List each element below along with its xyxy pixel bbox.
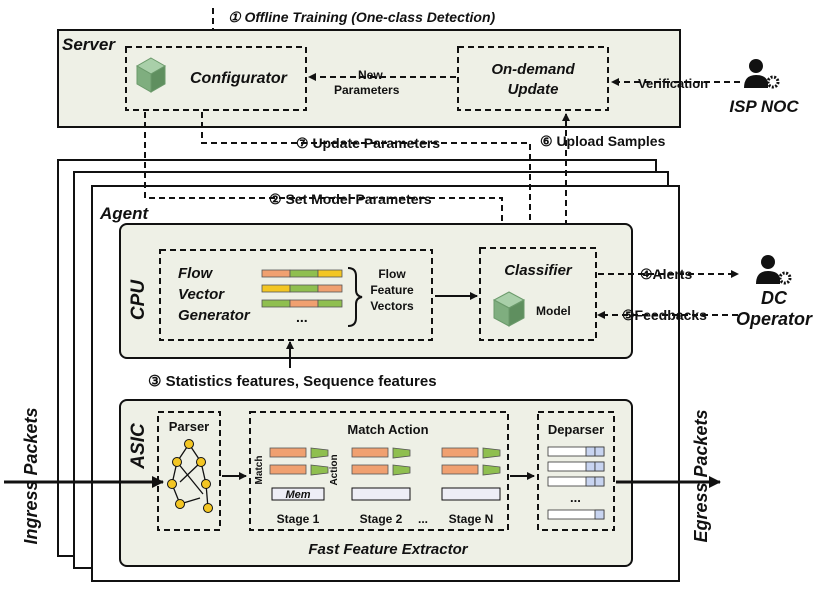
set-model-params-line — [144, 112, 506, 247]
step3-label: ③ Statistics features, Sequence features — [148, 373, 437, 390]
cube-icon — [492, 291, 526, 327]
cpu-title: CPU — [128, 279, 149, 320]
ondemand-label-2: Update — [508, 81, 559, 98]
action-label: Action — [329, 454, 340, 485]
ingress-label: Ingress Packets — [21, 407, 41, 544]
ffv-label-2: Feature — [370, 283, 414, 297]
parser-box — [157, 411, 221, 531]
ffe-label: Fast Feature Extractor — [308, 541, 468, 558]
feature-vector-stack — [261, 269, 343, 308]
dc-label-1: DC — [761, 288, 788, 308]
step2-label: ② Set Model Parameters — [269, 191, 432, 207]
match-label: Match — [254, 456, 265, 485]
verification-label: Verification — [638, 76, 708, 91]
deparser-label: Deparser — [548, 422, 604, 437]
asic-title: ASIC — [128, 423, 149, 470]
classifier-box — [479, 247, 597, 341]
stage2-label: Stage 2 — [360, 512, 403, 526]
deparser-box — [537, 411, 615, 531]
isp-noc-label: ISP NOC — [729, 97, 799, 116]
match-action-box — [249, 411, 509, 531]
feature-vector-row — [261, 299, 343, 308]
parser-label: Parser — [169, 419, 209, 434]
classifier-label: Classifier — [504, 262, 573, 279]
configurator-label: Configurator — [190, 70, 288, 87]
ondemand-label-1: On-demand — [491, 61, 575, 78]
parse-graph-nodes — [167, 439, 213, 513]
server-title: Server — [62, 35, 116, 54]
fvg-label-1: Flow — [178, 265, 213, 282]
fvg-label-3: Generator — [178, 307, 251, 324]
user-gear-icon — [756, 255, 792, 285]
parameters-label: Parameters — [334, 83, 400, 97]
update-params-line — [201, 112, 534, 247]
vector-brace — [347, 267, 363, 327]
stage-n — [441, 447, 501, 501]
step6-label: ⑥ Upload Samples — [540, 133, 666, 149]
agent-title: Agent — [99, 204, 150, 223]
step5-label: ⑤Feedbacks — [622, 307, 707, 323]
stage1-label: Stage 1 — [277, 512, 320, 526]
dc-label-2: Operator — [736, 309, 813, 329]
step4-label: ④Alerts — [640, 266, 692, 282]
ffv-label-3: Vectors — [370, 299, 414, 313]
deparser-queues — [547, 446, 605, 520]
step7-label: ⑦ Update Parameters — [296, 135, 440, 151]
vectors-ellipsis: ... — [296, 309, 308, 325]
match-action-label: Match Action — [347, 422, 428, 437]
egress-label: Egress Packets — [691, 409, 711, 542]
cube-icon — [135, 57, 167, 93]
configurator-box — [125, 46, 307, 111]
stage-2 — [351, 447, 411, 501]
model-label: Model — [536, 304, 571, 318]
ffv-label-1: Flow — [378, 267, 406, 281]
mem-block — [271, 487, 325, 501]
step1-label: ① Offline Training (One-class Detection) — [228, 9, 496, 25]
parse-graph — [171, 443, 209, 509]
feature-vector-row — [261, 284, 343, 293]
mem-label: Mem — [285, 489, 310, 501]
stagen-label: Stage N — [449, 512, 494, 526]
user-gear-icon — [744, 59, 780, 89]
stage-1 — [269, 447, 329, 476]
flow-vector-generator-box — [159, 249, 433, 341]
deparser-ellipsis: ... — [570, 490, 581, 505]
ondemand-box — [457, 46, 609, 111]
cpu-box — [119, 223, 633, 359]
fvg-label-2: Vector — [178, 286, 225, 303]
feature-vector-row — [261, 269, 343, 278]
new-label: New — [358, 68, 383, 82]
stages-ellipsis: ... — [418, 512, 428, 526]
